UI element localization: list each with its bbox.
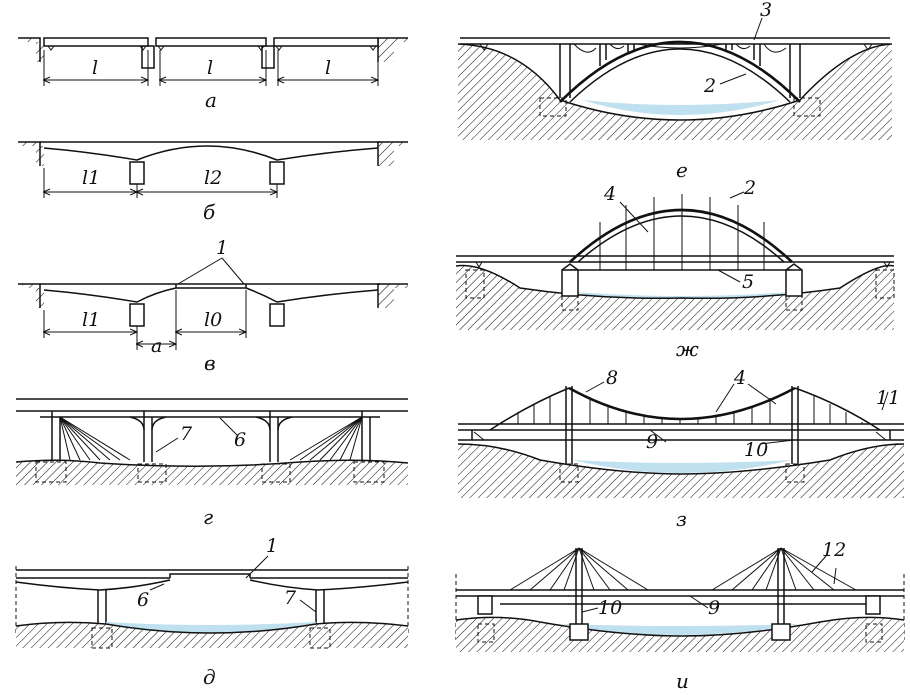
callout-2: 2 (703, 75, 716, 97)
callout-8: 8 (606, 367, 618, 389)
caption-zh: ж (676, 337, 699, 361)
panel-v: 1 l1 l0 a в (18, 237, 408, 375)
callout-4: 4 (733, 367, 746, 389)
span-label-l-1: l (92, 57, 98, 79)
caption-i: и (676, 669, 689, 693)
panel-a: l l l а (18, 37, 408, 112)
panel-zh: 4 2 5 ж (455, 177, 895, 361)
span-label-l-2: l (207, 57, 213, 79)
callout-10: 10 (598, 597, 622, 619)
callout-11: 11 (876, 387, 900, 409)
caption-b: б (203, 200, 216, 224)
callout-9: 9 (646, 431, 658, 453)
caption-g: г (203, 505, 213, 529)
caption-a: а (205, 88, 217, 112)
callout-7: 7 (180, 423, 193, 445)
callout-10: 10 (744, 439, 768, 461)
panel-d: 1 6 7 д (15, 535, 409, 689)
callout-6: 6 (234, 429, 246, 451)
callout-4: 4 (603, 183, 616, 205)
callout-6: 6 (137, 589, 149, 611)
caption-v: в (204, 351, 216, 375)
panel-e: 3 2 е (457, 0, 893, 182)
gap-label-a: a (151, 335, 162, 357)
callout-3: 3 (760, 0, 772, 21)
span-label-l1: l1 (82, 167, 100, 189)
span-label-l0: l0 (204, 309, 222, 331)
caption-e: е (676, 158, 688, 182)
span-label-l2: l2 (204, 167, 222, 189)
callout-5: 5 (742, 271, 754, 293)
caption-z: з (676, 507, 687, 531)
panel-g: 7 6 г (15, 398, 409, 529)
span-label-l-3: l (325, 57, 331, 79)
callout-12: 12 (822, 539, 846, 561)
callout-1: 1 (216, 237, 228, 259)
callout-7: 7 (284, 587, 297, 609)
caption-d: д (203, 665, 216, 689)
span-label-l1: l1 (82, 309, 100, 331)
callout-2: 2 (743, 177, 756, 199)
panel-z: 8 4 11 9 10 з (457, 367, 905, 531)
callout-9: 9 (708, 597, 720, 619)
panel-b: l1 l2 б (18, 141, 408, 224)
panel-i: 12 10 9 и (455, 539, 905, 693)
callout-1: 1 (266, 535, 278, 557)
